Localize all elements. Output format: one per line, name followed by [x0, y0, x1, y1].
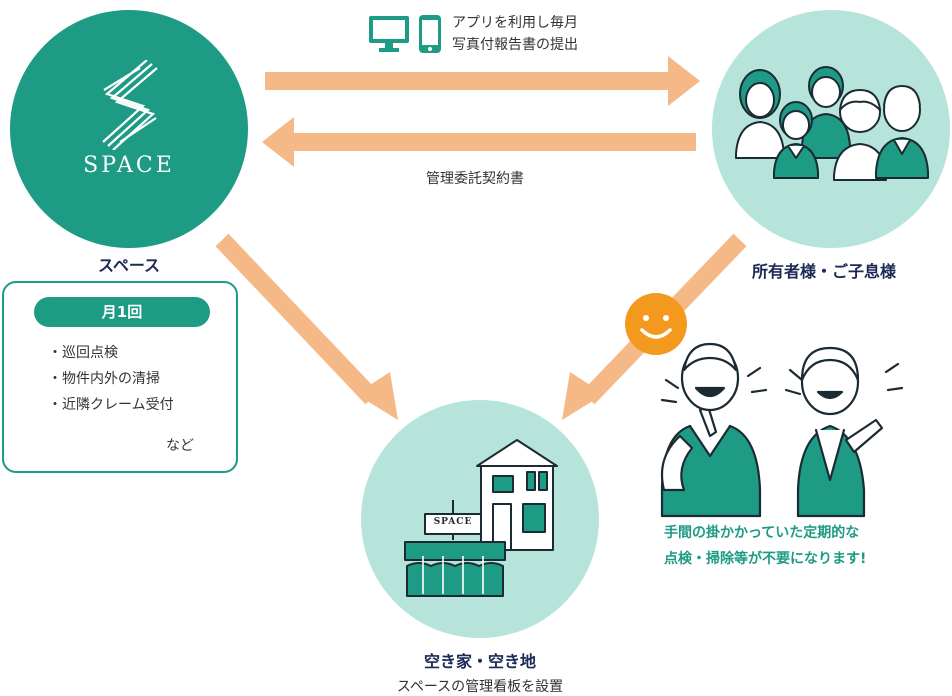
space-circle: SPACE: [10, 10, 248, 248]
service-item-cleaning: ・物件内外の清掃: [48, 371, 160, 387]
frequency-badge: 月1回: [34, 297, 210, 327]
space-brand-text: SPACE: [83, 153, 175, 178]
service-item-patrol: ・巡回点検: [48, 345, 118, 361]
service-panel: 月1回 ・巡回点検 ・物件内外の清掃 ・近隣クレーム受付 など: [2, 281, 238, 473]
report-text-line1: アプリを利用し毎月: [452, 15, 578, 31]
family-icon: [735, 66, 929, 181]
house-sign-text: SPACE: [433, 517, 473, 527]
elderly-couple-icon: [660, 342, 904, 518]
service-list: ・巡回点検 ・物件内外の清掃 ・近隣クレーム受付: [48, 340, 228, 418]
smile-icon: [625, 293, 687, 355]
owner-circle: [712, 10, 950, 248]
benefit-line2: 点検・掃除等が不要になります!: [664, 551, 867, 567]
owner-name: 所有者様・ご子息様: [752, 262, 897, 281]
house-icon: [404, 439, 558, 597]
contract-text: 管理委託契約書: [426, 171, 524, 187]
arrow-report: [265, 56, 700, 106]
space-name: スペース: [97, 256, 161, 275]
house-circle: SPACE: [361, 400, 599, 638]
benefit-line1: 手間の掛かかっていた定期的な: [664, 525, 860, 541]
service-etc: など: [166, 438, 194, 454]
house-name: 空き家・空き地: [423, 652, 536, 671]
arrow-contract: [262, 117, 696, 167]
smartphone-icon: [419, 15, 441, 53]
house-sub: スペースの管理看板を設置: [396, 679, 564, 695]
service-item-complaint: ・近隣クレーム受付: [48, 397, 174, 413]
monitor-icon: [369, 16, 409, 52]
space-logo-icon: [102, 60, 158, 150]
report-text-line2: 写真付報告書の提出: [452, 37, 578, 53]
arrow-space-to-house: [215, 233, 379, 405]
